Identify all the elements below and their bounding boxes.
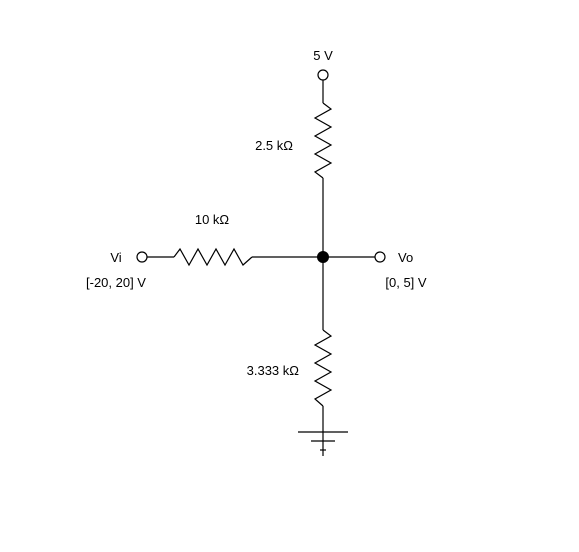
input-range-label: [-20, 20] V [86, 275, 146, 290]
resistor-left-label: 10 kΩ [195, 212, 230, 227]
output-label: Vo [398, 250, 413, 265]
output-terminal [374, 251, 386, 263]
resistor-bottom-label: 3.333 kΩ [247, 363, 300, 378]
resistor-bottom [313, 329, 333, 407]
ground-icon [298, 431, 348, 456]
supply-terminal [317, 69, 329, 81]
input-terminal [136, 251, 148, 263]
input-label: Vi [110, 250, 121, 265]
resistor-left [173, 247, 253, 267]
supply-label: 5 V [313, 48, 333, 63]
output-range-label: [0, 5] V [385, 275, 427, 290]
resistor-top-label: 2.5 kΩ [255, 138, 293, 153]
resistor-top [313, 102, 333, 179]
